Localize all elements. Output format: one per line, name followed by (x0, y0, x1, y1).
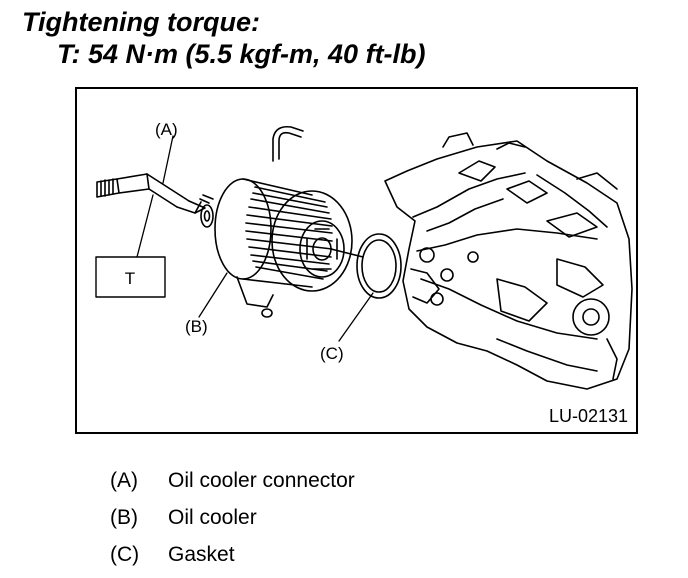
gasket-drawing (356, 233, 402, 299)
callout-label-b: (B) (185, 317, 208, 336)
oil-cooler-drawing (214, 125, 364, 318)
figure-code: LU-02131 (548, 406, 628, 426)
callout-label-a: (A) (155, 120, 178, 139)
legend-key: (B) (110, 506, 138, 529)
leader-b (198, 272, 228, 318)
torque-callout-box (95, 256, 166, 298)
leader-lines (136, 135, 374, 342)
legend-text: Oil cooler connector (168, 469, 355, 492)
legend-item: (A) Oil cooler connector (110, 462, 355, 499)
leader-t (136, 194, 154, 258)
oil-cooler-connector-drawing (96, 173, 214, 228)
leader-a (162, 135, 174, 184)
legend-key: (A) (110, 469, 138, 492)
legend-item: (C) Gasket (110, 536, 355, 573)
engine-block-drawing (384, 132, 633, 390)
heading-torque-value: T: 54 N·m (5.5 kgf-m, 40 ft-lb) (57, 39, 426, 69)
parts-legend: (A) Oil cooler connector (B) Oil cooler … (110, 462, 355, 573)
torque-heading: Tightening torque: T: 54 N·m (5.5 kgf-m,… (22, 6, 426, 70)
oil-cooler-diagram: (A) T (B) (C) (95, 120, 633, 390)
legend-text: Oil cooler (168, 506, 257, 529)
heading-title: Tightening torque: (22, 7, 260, 37)
legend-item: (B) Oil cooler (110, 499, 355, 536)
leader-c (338, 292, 374, 342)
diagram-frame: (A) T (B) (C) LU-02131 (75, 87, 638, 434)
legend-key: (C) (110, 543, 140, 566)
callout-label-t: T (125, 269, 135, 288)
callout-label-c: (C) (320, 344, 344, 363)
legend-text: Gasket (168, 543, 235, 566)
